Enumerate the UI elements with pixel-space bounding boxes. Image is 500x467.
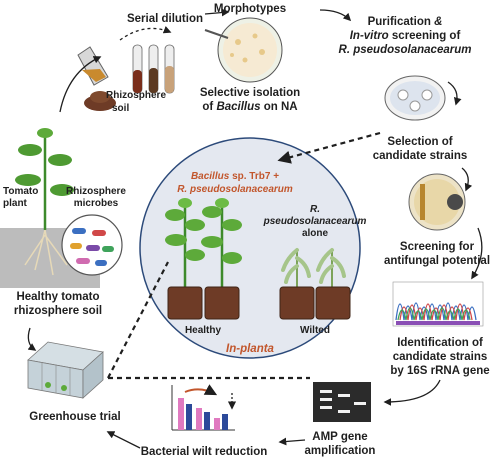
wilt-reduction-chart-icon <box>171 384 237 431</box>
microbes-circle-icon <box>61 214 123 276</box>
identification-line1: Identification of <box>397 337 483 349</box>
healthy-soil-label-line1: Healthy tomato <box>16 291 99 303</box>
morphotypes-label: Morphotypes <box>214 3 286 15</box>
selection-line2: candidate strains <box>373 150 468 162</box>
antifungal-plate-icon <box>408 173 466 231</box>
treatment-label-line2: R. pseudosolanacearum <box>177 184 293 195</box>
identification-line3: by 16S rRNA gene <box>390 365 489 377</box>
amp-gene-line1: AMP gene <box>312 431 367 443</box>
selective-isolation-line2: of Bacillus on NA <box>202 101 297 113</box>
microbes-label-line1: Rhizosphere <box>66 186 126 197</box>
healthy-soil-label-line2: rhizosphere soil <box>14 305 102 317</box>
purification-line2: In-vitro screening of <box>350 30 461 42</box>
soil-pile-icon <box>84 91 116 111</box>
amp-gene-line2: amplification <box>305 445 376 457</box>
purification-line3: R. pseudosolanacearum <box>339 44 472 56</box>
identification-line2: candidate strains <box>393 351 488 363</box>
pathogen-alone-line2: pseudosolanacearum <box>263 216 367 227</box>
pathogen-alone-line3: alone <box>302 228 329 239</box>
selection-line1: Selection of <box>387 136 452 148</box>
selective-isolation-line1: Selective isolation <box>200 87 300 99</box>
wilted-plants-illustration <box>279 248 351 320</box>
gel-electrophoresis-icon <box>313 382 371 422</box>
serial-dilution-label: Serial dilution <box>127 13 203 25</box>
healthy-plants-illustration <box>165 198 242 320</box>
tomato-plant-label-line2: plant <box>3 198 28 209</box>
tomato-plant-label-line1: Tomato <box>3 186 38 197</box>
screening-line2: antifungal potential <box>384 255 490 267</box>
petri-dish-icon <box>204 17 283 83</box>
test-tubes-icon <box>132 44 175 94</box>
in-planta-circle: Bacillus sp. Trb7 + R. pseudosolanacearu… <box>139 137 367 359</box>
greenhouse-label: Greenhouse trial <box>29 411 120 423</box>
flask-icon <box>77 46 109 86</box>
screening-dish-icon <box>384 75 446 121</box>
dashed-connector-arrows <box>107 131 381 380</box>
treatment-label-line1: Bacillus sp. Trb7 + <box>191 171 279 182</box>
flow-arrows <box>27 8 483 449</box>
in-planta-label: In-planta <box>226 343 275 355</box>
microbes-label-line2: microbes <box>74 198 119 209</box>
greenhouse-icon <box>27 341 104 399</box>
rhizosphere-soil-label-line1: Rhizosphere <box>106 90 166 101</box>
rhizosphere-soil-label-line2: soil <box>112 103 129 114</box>
chromatogram-icon <box>392 281 484 327</box>
healthy-label: Healthy <box>185 325 222 336</box>
pathogen-alone-line1: R. <box>310 204 320 215</box>
wilted-label: Wilted <box>300 325 330 336</box>
purification-line1: Purification & <box>368 16 443 28</box>
screening-line1: Screening for <box>400 241 475 253</box>
wilt-reduction-label: Bacterial wilt reduction <box>141 446 268 458</box>
